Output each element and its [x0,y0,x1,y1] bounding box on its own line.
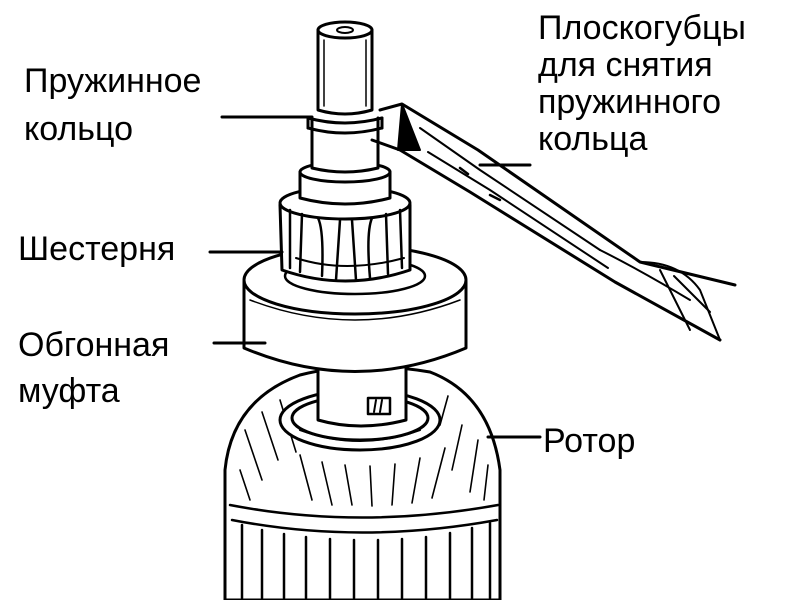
shaft-lower [316,366,408,428]
label-pliers-line-4: кольца [538,120,648,158]
leader-lines [208,115,542,439]
label-pliers-line-2: для снятия [538,46,713,84]
label-overrunning-clutch: Обгонная муфта [18,328,169,408]
label-gear-line-1: Шестерня [18,230,176,268]
label-spring-ring-line-1: Пружинное [24,62,202,100]
label-clutch-line-2: муфта [18,372,120,410]
label-spring-ring-line-2: кольцо [24,110,133,148]
label-spring-ring: Пружинное кольцо [24,64,201,146]
label-pliers-line-1: Плоскогубцы [538,9,746,47]
label-rotor: Ротор [543,424,635,458]
label-rotor-line-1: Ротор [543,422,636,460]
snap-ring-pliers [370,102,737,342]
shaft-upper [298,20,392,206]
label-gear: Шестерня [18,232,175,266]
label-pliers-line-3: пружинного [538,83,722,121]
label-pliers: Плоскогубцы для снятия пружинного кольца [538,10,746,158]
label-clutch-line-1: Обгонная [18,326,170,364]
